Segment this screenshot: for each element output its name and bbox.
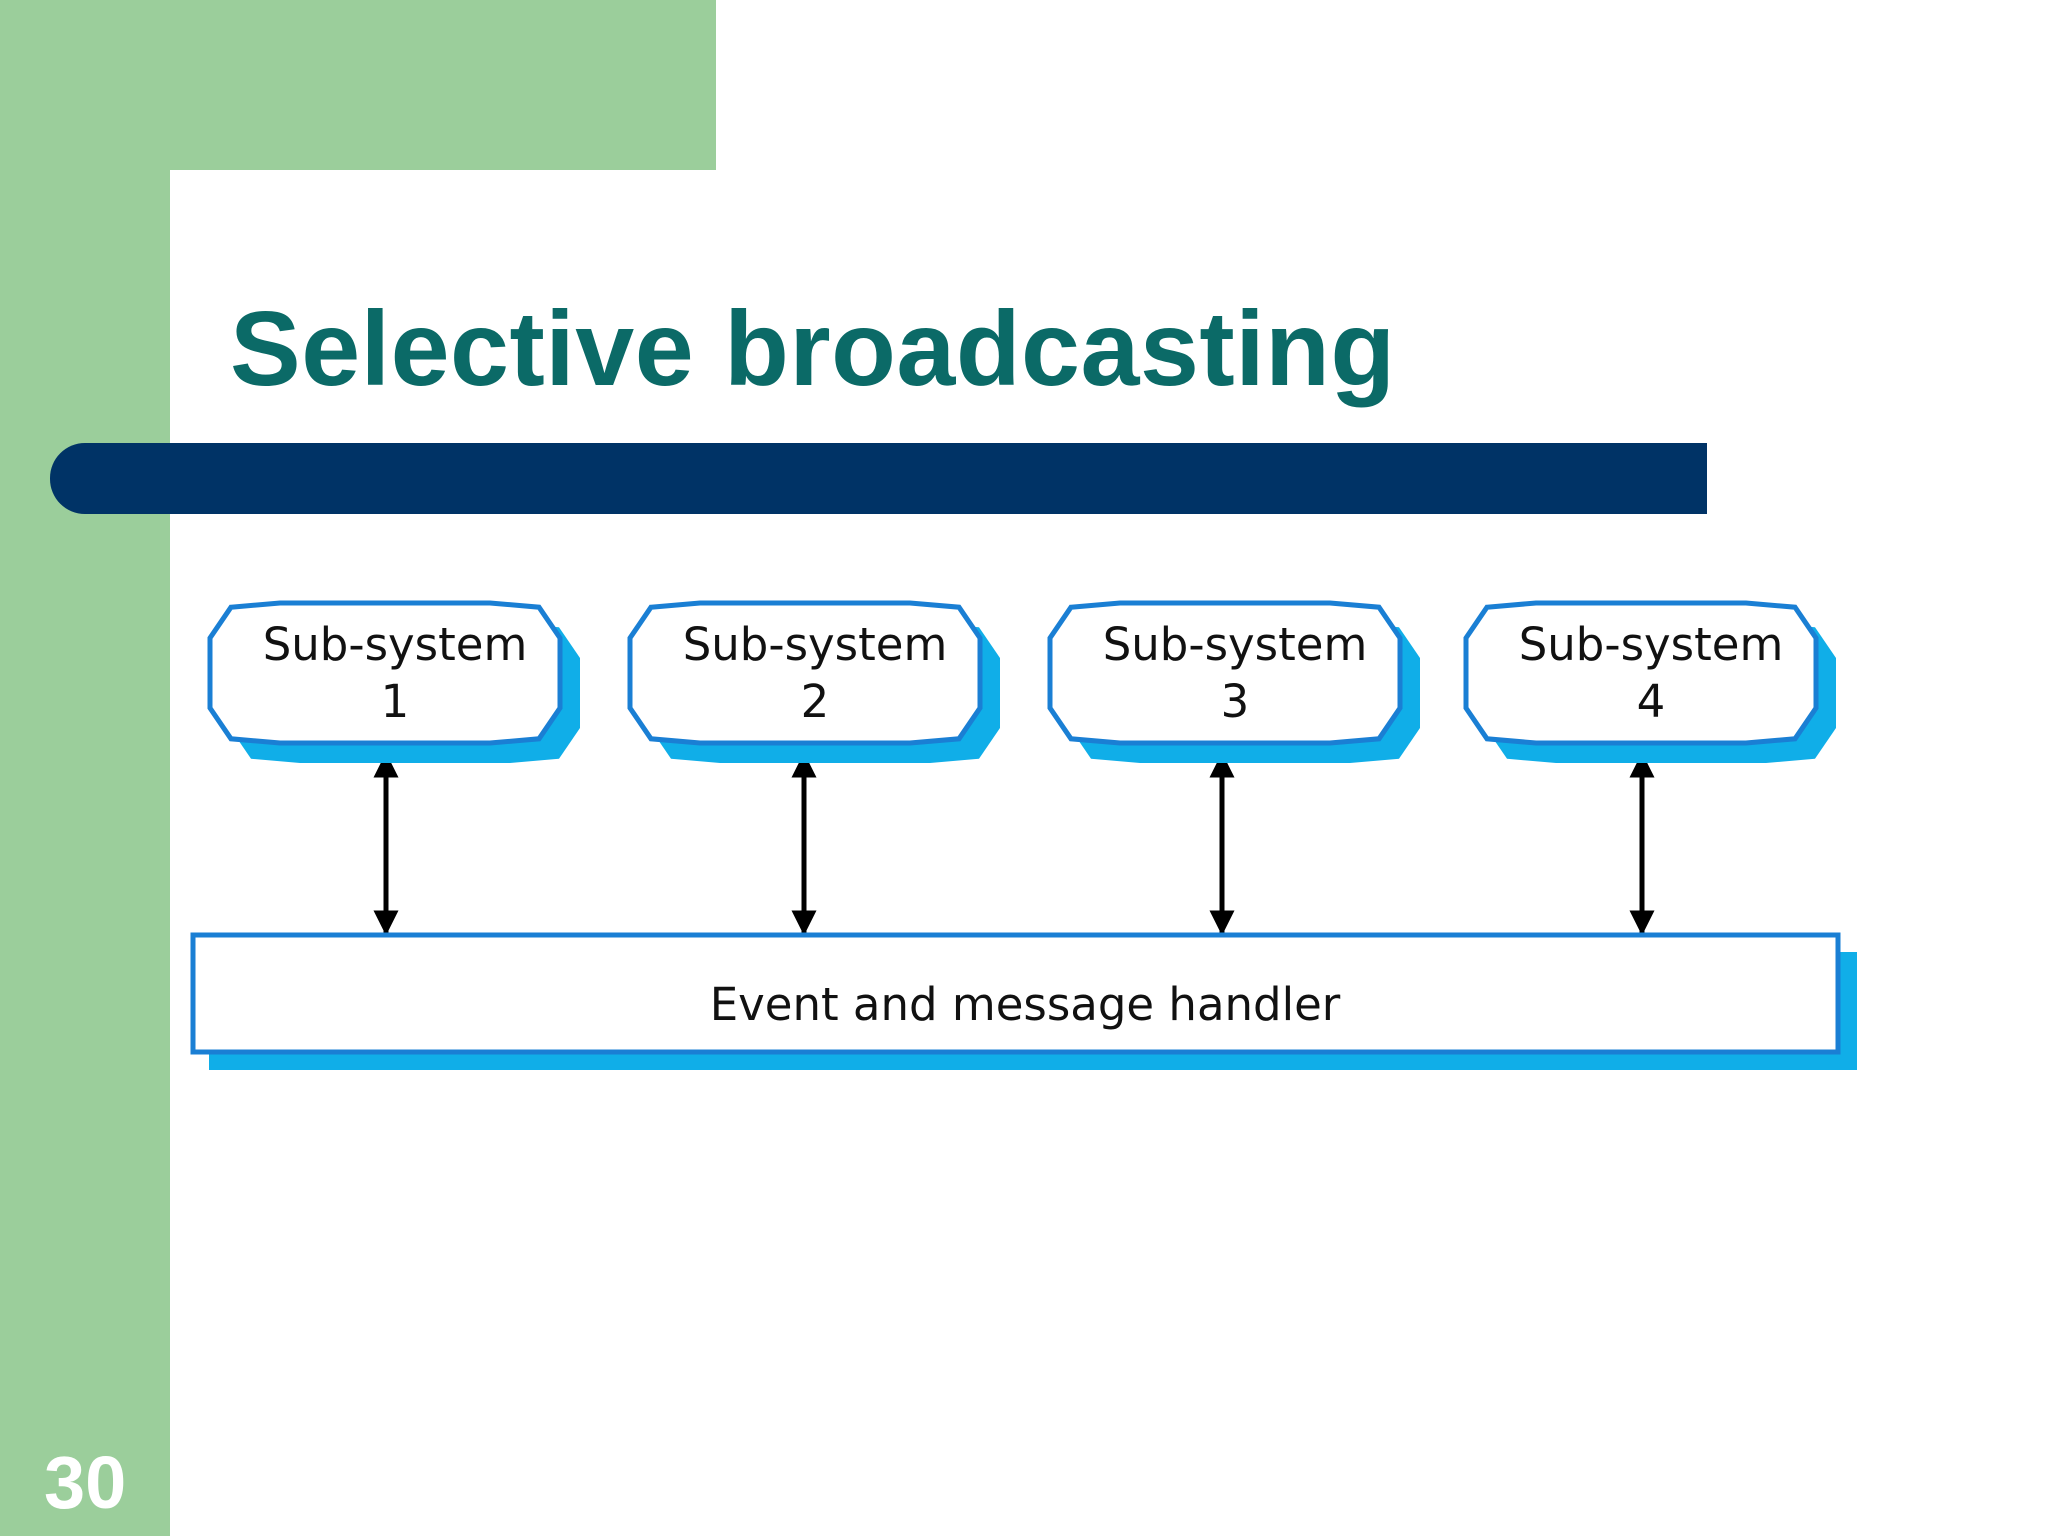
handler-group	[190, 932, 1857, 1070]
slide-title: Selective broadcasting	[230, 290, 1396, 408]
subsystem-label-line2: 4	[1636, 675, 1666, 728]
subsystem-node-box	[207, 600, 563, 746]
subsystem-label-line1: Sub-system	[1102, 618, 1368, 671]
subsystem-node	[1047, 600, 1420, 763]
subsystem-node	[627, 600, 1000, 763]
subsystem-node-box	[627, 600, 983, 746]
content-panel	[170, 250, 2048, 1536]
title-rule-end	[1660, 443, 1707, 514]
handler-label: Event and message handler	[709, 978, 1341, 1031]
slide-number: 30	[44, 1441, 127, 1524]
subsystem-label: Sub-system 3	[1050, 616, 1420, 730]
subsystem-label-line2: 2	[800, 675, 830, 728]
subsystem-label-line2: 3	[1220, 675, 1250, 728]
subsystem-label: Sub-system 2	[630, 616, 1000, 730]
title-rule	[50, 443, 1707, 514]
nodes	[207, 600, 1836, 763]
subsystem-node-box	[1047, 600, 1403, 746]
subsystem-label-line1: Sub-system	[262, 618, 528, 671]
subsystem-node-box	[1463, 600, 1819, 746]
content-panel-corner	[170, 170, 716, 250]
handler-box	[190, 932, 1841, 1055]
subsystem-label: Sub-system 4	[1466, 616, 1836, 730]
sidebar-strip	[0, 0, 170, 1536]
connectors	[373, 752, 1655, 936]
subsystem-node	[207, 600, 580, 763]
subsystem-label-line2: 1	[380, 675, 410, 728]
subsystem-label-line1: Sub-system	[682, 618, 948, 671]
subsystem-label-line1: Sub-system	[1518, 618, 1784, 671]
subsystem-label: Sub-system 1	[210, 616, 580, 730]
subsystem-node	[1463, 600, 1836, 763]
top-corner-block	[0, 0, 716, 170]
